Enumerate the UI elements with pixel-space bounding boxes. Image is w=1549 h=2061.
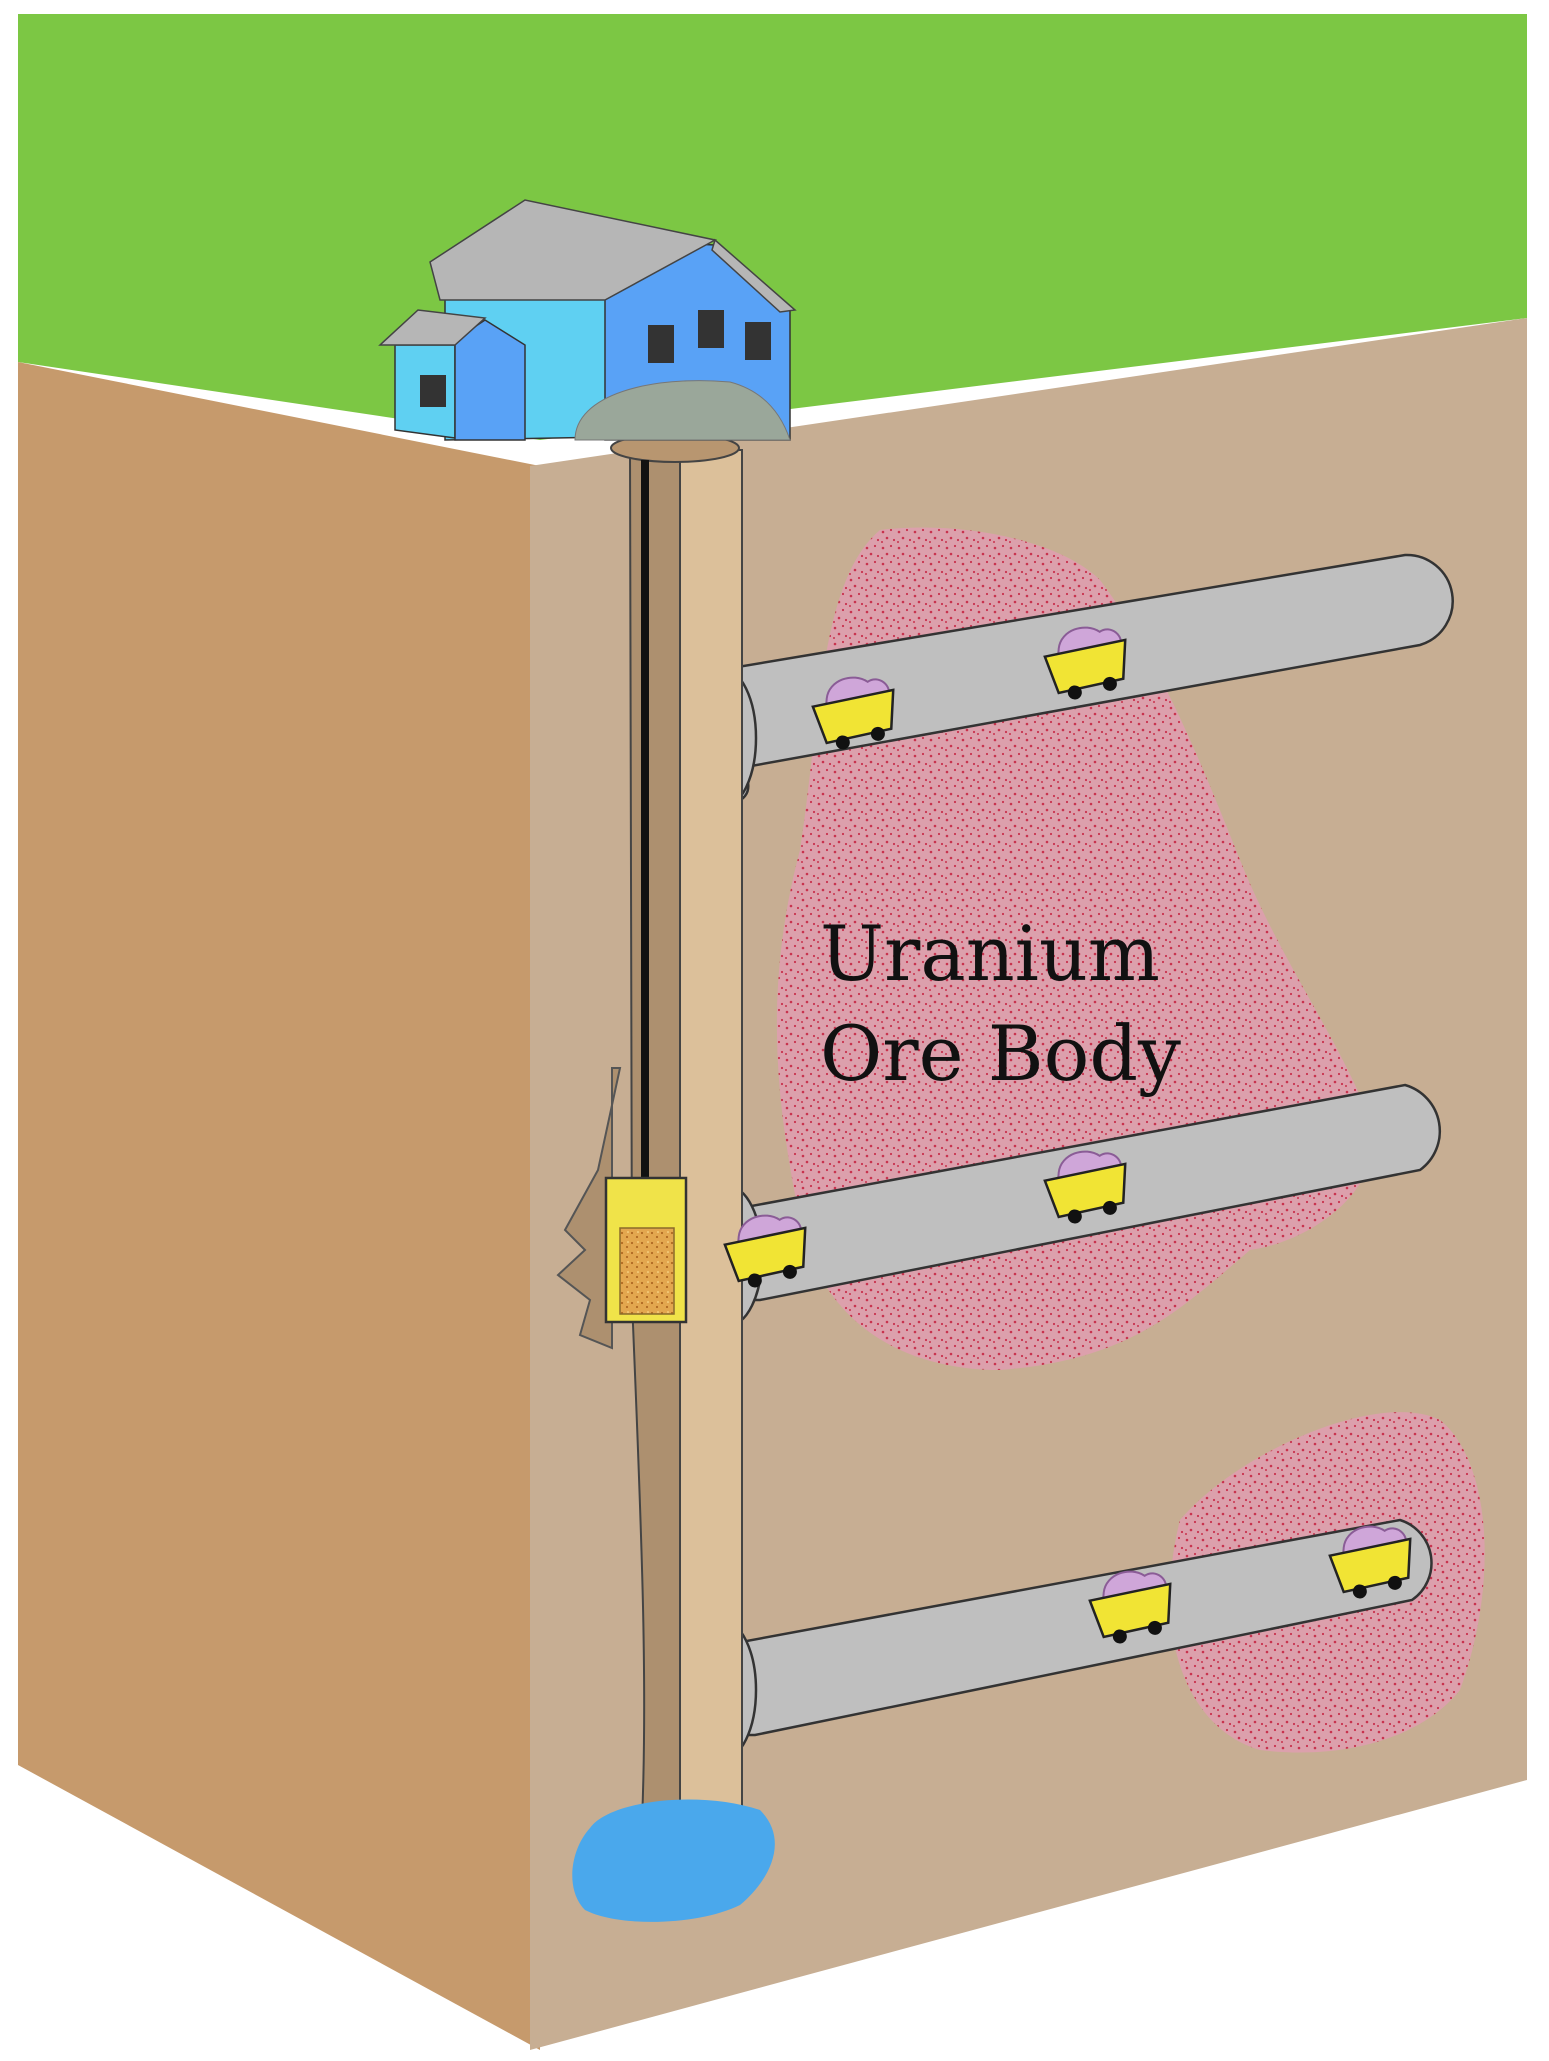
ore-body-label-line2: Ore Body [820,1009,1181,1098]
soil-left-face [18,362,540,2050]
groundwater-pool-icon [572,1799,775,1922]
mine-headframe-building-icon [378,199,797,441]
mine-cage-elevator-icon [604,1176,688,1324]
ore-body-label-line1: Uranium [820,909,1160,998]
